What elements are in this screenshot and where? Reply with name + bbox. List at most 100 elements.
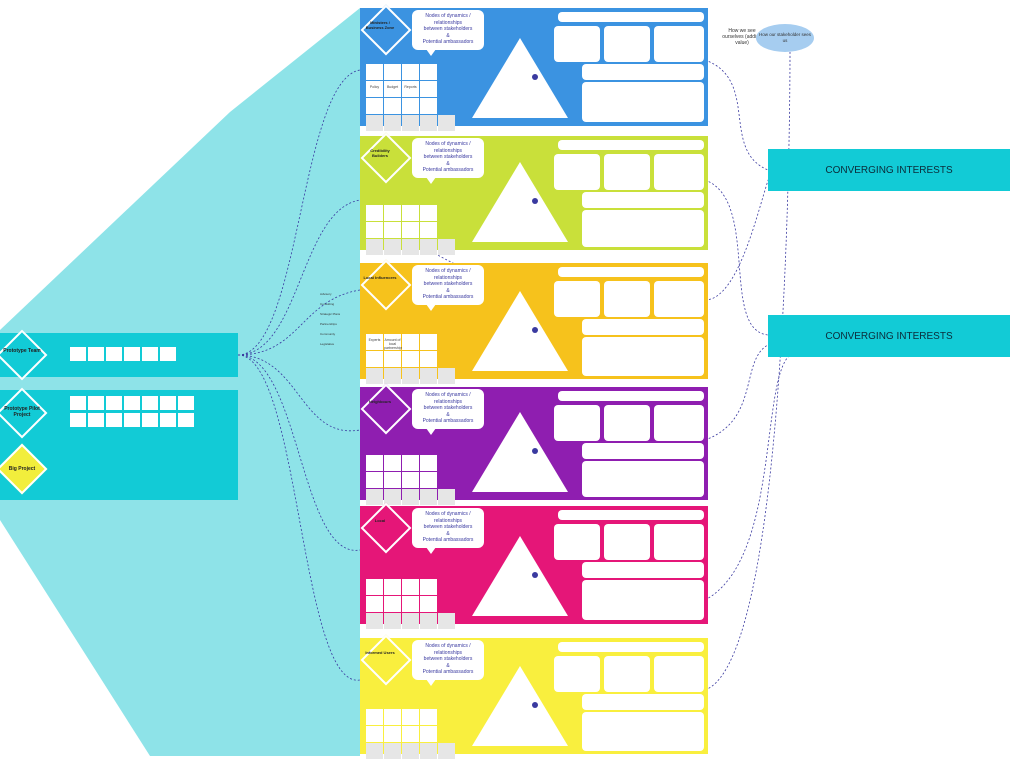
- grid-cell: [384, 222, 401, 238]
- grid-cell: [366, 188, 383, 204]
- grid-cell: [420, 351, 437, 367]
- text-note: [582, 64, 704, 80]
- bubble-line: &: [446, 32, 450, 39]
- building-blocks-grid: [366, 562, 455, 629]
- how-we-see-label: How we see ourselves (adding value): [722, 28, 762, 46]
- grid-cell: [384, 438, 401, 454]
- bubble-line: between stakeholders: [423, 154, 473, 160]
- grid-cell: [402, 334, 419, 350]
- building-blocks-grid: [366, 692, 455, 759]
- square: [88, 396, 104, 410]
- band-diamond[interactable]: [360, 259, 412, 311]
- grid-cell: [366, 489, 383, 505]
- grid-cell: [438, 438, 455, 454]
- grid-cell: [366, 562, 383, 578]
- triangle-shape: [472, 38, 568, 118]
- triangle: [472, 291, 568, 371]
- converging-interests-box-2[interactable]: CONVERGING INTERESTS: [768, 315, 1010, 357]
- grid-cell: [402, 368, 419, 384]
- grid-cell: [366, 726, 383, 742]
- grid-cell: [438, 334, 455, 350]
- text-note: [604, 154, 650, 190]
- grid-cell: [402, 579, 419, 595]
- text-note: [582, 337, 704, 376]
- square: [124, 347, 140, 361]
- bubble-line: Nodes of dynamics / relationships: [425, 392, 471, 405]
- grid-cell: [438, 98, 455, 114]
- grid-cell: [420, 115, 437, 131]
- grid-cell: [402, 438, 419, 454]
- bubble-line: &: [446, 530, 450, 537]
- square: [142, 396, 158, 410]
- square: [70, 413, 86, 427]
- grid-cell: [366, 115, 383, 131]
- grid-cell: [384, 562, 401, 578]
- grid-cell: [438, 743, 455, 759]
- band-diamond[interactable]: [360, 634, 412, 686]
- bubble-line: Potential ambassadors: [422, 39, 474, 45]
- bubble-line: Nodes of dynamics / relationships: [425, 13, 471, 26]
- grid-cell: [366, 368, 383, 384]
- grid-cell: [420, 81, 437, 97]
- grid-cell: [366, 692, 383, 708]
- grid-cell: [384, 455, 401, 471]
- bubble-line: Potential ambassadors: [422, 418, 474, 424]
- grid-cell: [366, 205, 383, 221]
- square: [178, 396, 194, 410]
- grid-cell: [420, 368, 437, 384]
- grid-cell: [366, 222, 383, 238]
- grid-cell: [438, 579, 455, 595]
- grid-cell: [384, 726, 401, 742]
- bubble-line: Nodes of dynamics / relationships: [425, 268, 471, 281]
- grid-cell: [366, 613, 383, 629]
- band-label: Credibility Builders: [370, 148, 390, 158]
- grid-cell: [366, 472, 383, 488]
- bubble-line: Potential ambassadors: [422, 537, 474, 543]
- text-note: [558, 510, 704, 520]
- triangle-marker: [532, 198, 538, 204]
- bubble-line: between stakeholders: [423, 26, 473, 32]
- text-note: [654, 524, 704, 560]
- band-diamond[interactable]: [360, 4, 412, 56]
- square: [142, 347, 158, 361]
- grid-cell: [402, 317, 419, 333]
- grid-cell: [402, 709, 419, 725]
- bubble-line: between stakeholders: [423, 281, 473, 287]
- triangle: [472, 536, 568, 616]
- grid-cell: [402, 596, 419, 612]
- converging-interests-box-1[interactable]: CONVERGING INTERESTS: [768, 149, 1010, 191]
- grid-cell: [420, 64, 437, 80]
- grid-cell: [402, 455, 419, 471]
- band-diamond[interactable]: [360, 502, 412, 554]
- grid-cell: [438, 317, 455, 333]
- text-note: [604, 281, 650, 317]
- grid-cell: [402, 188, 419, 204]
- band-diamond[interactable]: [360, 383, 412, 435]
- grid-cell: [384, 317, 401, 333]
- grid-cell: [384, 64, 401, 80]
- grid-cell: [438, 692, 455, 708]
- grid-cell: [402, 239, 419, 255]
- grid-cell: [420, 334, 437, 350]
- bubble-line: &: [446, 287, 450, 294]
- grid-cell: [402, 726, 419, 742]
- grid-cell: [402, 115, 419, 131]
- building-blocks-grid: [366, 188, 455, 255]
- band-label: Neighbours: [368, 399, 392, 404]
- building-blocks-grid: [366, 438, 455, 505]
- square: [160, 347, 176, 361]
- grid-cell: [402, 98, 419, 114]
- text-note: [604, 524, 650, 560]
- grid-cell: [402, 613, 419, 629]
- text-note: [582, 82, 704, 122]
- text-note: [604, 405, 650, 441]
- square: [142, 413, 158, 427]
- triangle-shape: [472, 291, 568, 371]
- band-diamond[interactable]: [360, 132, 412, 184]
- grid-cell: [384, 692, 401, 708]
- how-stakeholder-sees-ellipse[interactable]: How our stakeholder sees us: [756, 24, 814, 52]
